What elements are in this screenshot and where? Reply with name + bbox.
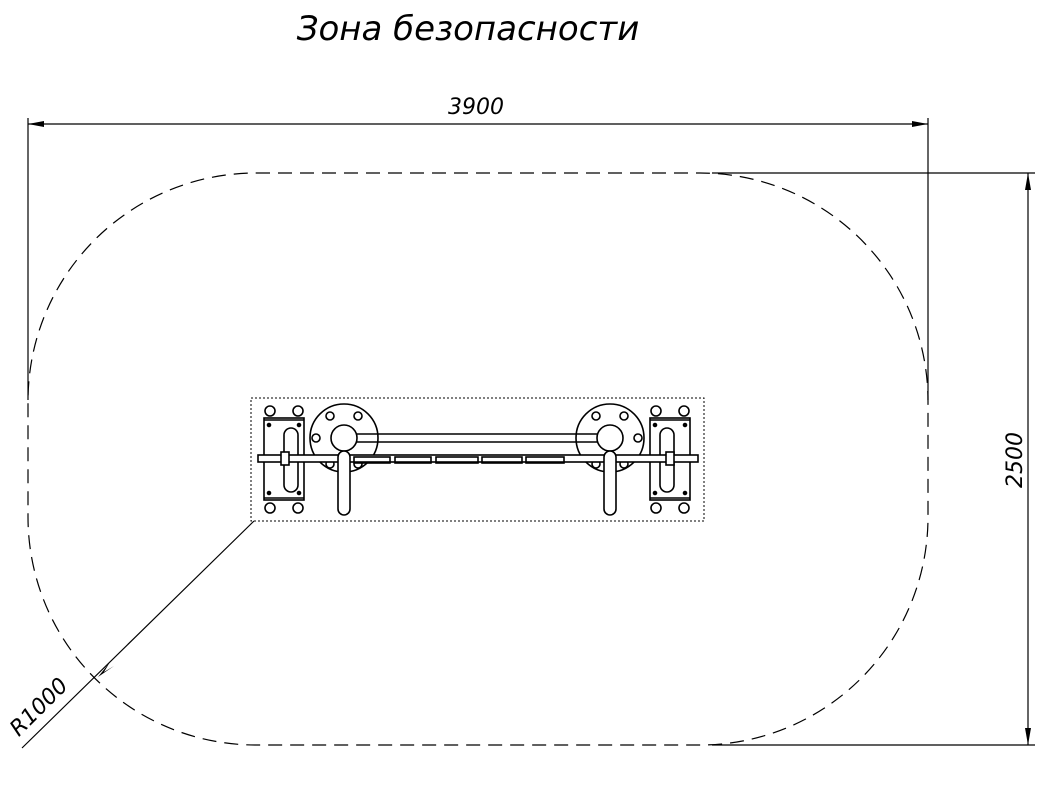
arrow-radius-icon — [98, 662, 114, 677]
safety-zone-boundary — [27, 172, 929, 746]
width-label: 3900 — [448, 95, 504, 120]
left-handle — [337, 450, 351, 516]
equipment-top-view — [250, 397, 705, 522]
height-dimension: 2500 — [712, 172, 1035, 746]
width-dimension: 3900 — [27, 95, 929, 400]
right-handle — [603, 450, 617, 516]
arrow-down-icon — [1025, 728, 1031, 745]
arrow-right-icon — [912, 121, 928, 127]
arrow-up-icon — [1025, 173, 1031, 190]
drawing-title: Зона безопасности — [297, 9, 640, 49]
radius-dimension: R1000 — [5, 520, 255, 749]
arrow-left-icon — [28, 121, 44, 127]
height-label: 2500 — [1003, 432, 1028, 488]
